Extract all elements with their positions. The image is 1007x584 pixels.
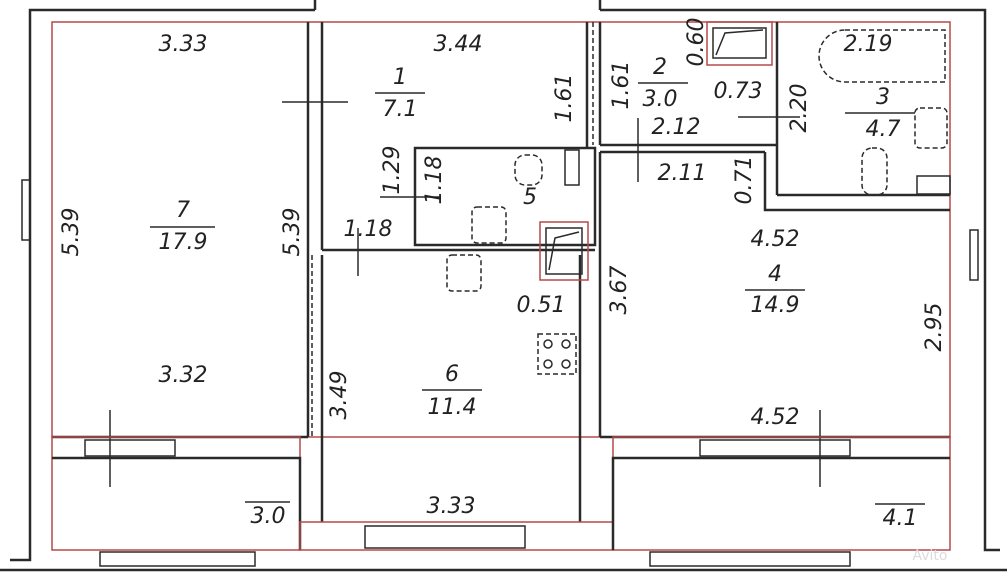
- dimension-labels: 3.33 5.39 5.39 3.32 3.44 1.61 1.29 1.18 …: [59, 18, 947, 519]
- outer-walls: [0, 0, 1007, 572]
- room-1-area: 7.1: [383, 97, 418, 122]
- dim: 1.18: [422, 156, 447, 205]
- dim: 1.29: [380, 146, 405, 195]
- dim: 3.33: [427, 494, 476, 519]
- room-7-area: 17.9: [159, 230, 208, 255]
- dim: 2.11: [658, 161, 707, 186]
- toilet-icon: [861, 147, 888, 196]
- apartment-outline: [51, 21, 951, 438]
- room-2-number: 2: [653, 55, 667, 80]
- room-labels: 1 7.1 2 3.0 3 4.7 4 14.9 5 6 11.4 7 17.9…: [150, 55, 925, 531]
- interior-walls: [52, 22, 950, 522]
- sink-icon: [446, 254, 482, 292]
- room-6-area: 11.4: [428, 395, 477, 420]
- balcony-right-area: 4.1: [883, 506, 918, 531]
- sink-icon: [914, 107, 948, 149]
- room-4-area: 14.9: [751, 293, 800, 318]
- room-6-number: 6: [445, 362, 459, 387]
- balcony-left-area: 3.0: [251, 504, 286, 529]
- room-3-number: 3: [876, 85, 890, 110]
- dim: 4.52: [751, 405, 800, 430]
- dim: 0.51: [517, 293, 566, 318]
- dim: 5.39: [280, 208, 305, 257]
- dim: 0.73: [714, 79, 763, 104]
- room-4-number: 4: [768, 262, 782, 287]
- dim: 4.52: [751, 227, 800, 252]
- fixtures: [446, 21, 951, 375]
- ventilation-shaft-mid: [539, 221, 589, 281]
- room-3-area: 4.7: [866, 117, 901, 142]
- watermark: Avito: [913, 548, 948, 564]
- balconies: [51, 436, 951, 567]
- dim: 3.49: [327, 371, 352, 420]
- dim: 3.67: [607, 266, 632, 315]
- room-5-number: 5: [523, 185, 537, 210]
- dim: 3.44: [434, 32, 483, 57]
- sink-icon: [471, 206, 507, 244]
- room-1-number: 1: [393, 65, 407, 90]
- dim: 1.61: [552, 74, 577, 123]
- room-2-area: 3.0: [643, 87, 678, 112]
- dim: 2.12: [652, 115, 701, 140]
- dim: 0.60: [684, 18, 709, 67]
- dim: 5.39: [59, 208, 84, 257]
- dim: 3.33: [159, 32, 208, 57]
- dim: 2.20: [787, 84, 812, 133]
- dim: 2.95: [922, 303, 947, 352]
- room-7-number: 7: [176, 198, 190, 223]
- toilet-icon: [514, 154, 543, 186]
- dim: 0.71: [732, 156, 757, 205]
- ventilation-shaft-top: [706, 21, 773, 66]
- dim: 2.19: [844, 32, 893, 57]
- dim: 1.18: [344, 217, 393, 242]
- stove-icon: [537, 333, 577, 375]
- dim: 3.32: [159, 363, 208, 388]
- dim: 1.61: [609, 61, 634, 110]
- bathtub-icon: [818, 29, 946, 83]
